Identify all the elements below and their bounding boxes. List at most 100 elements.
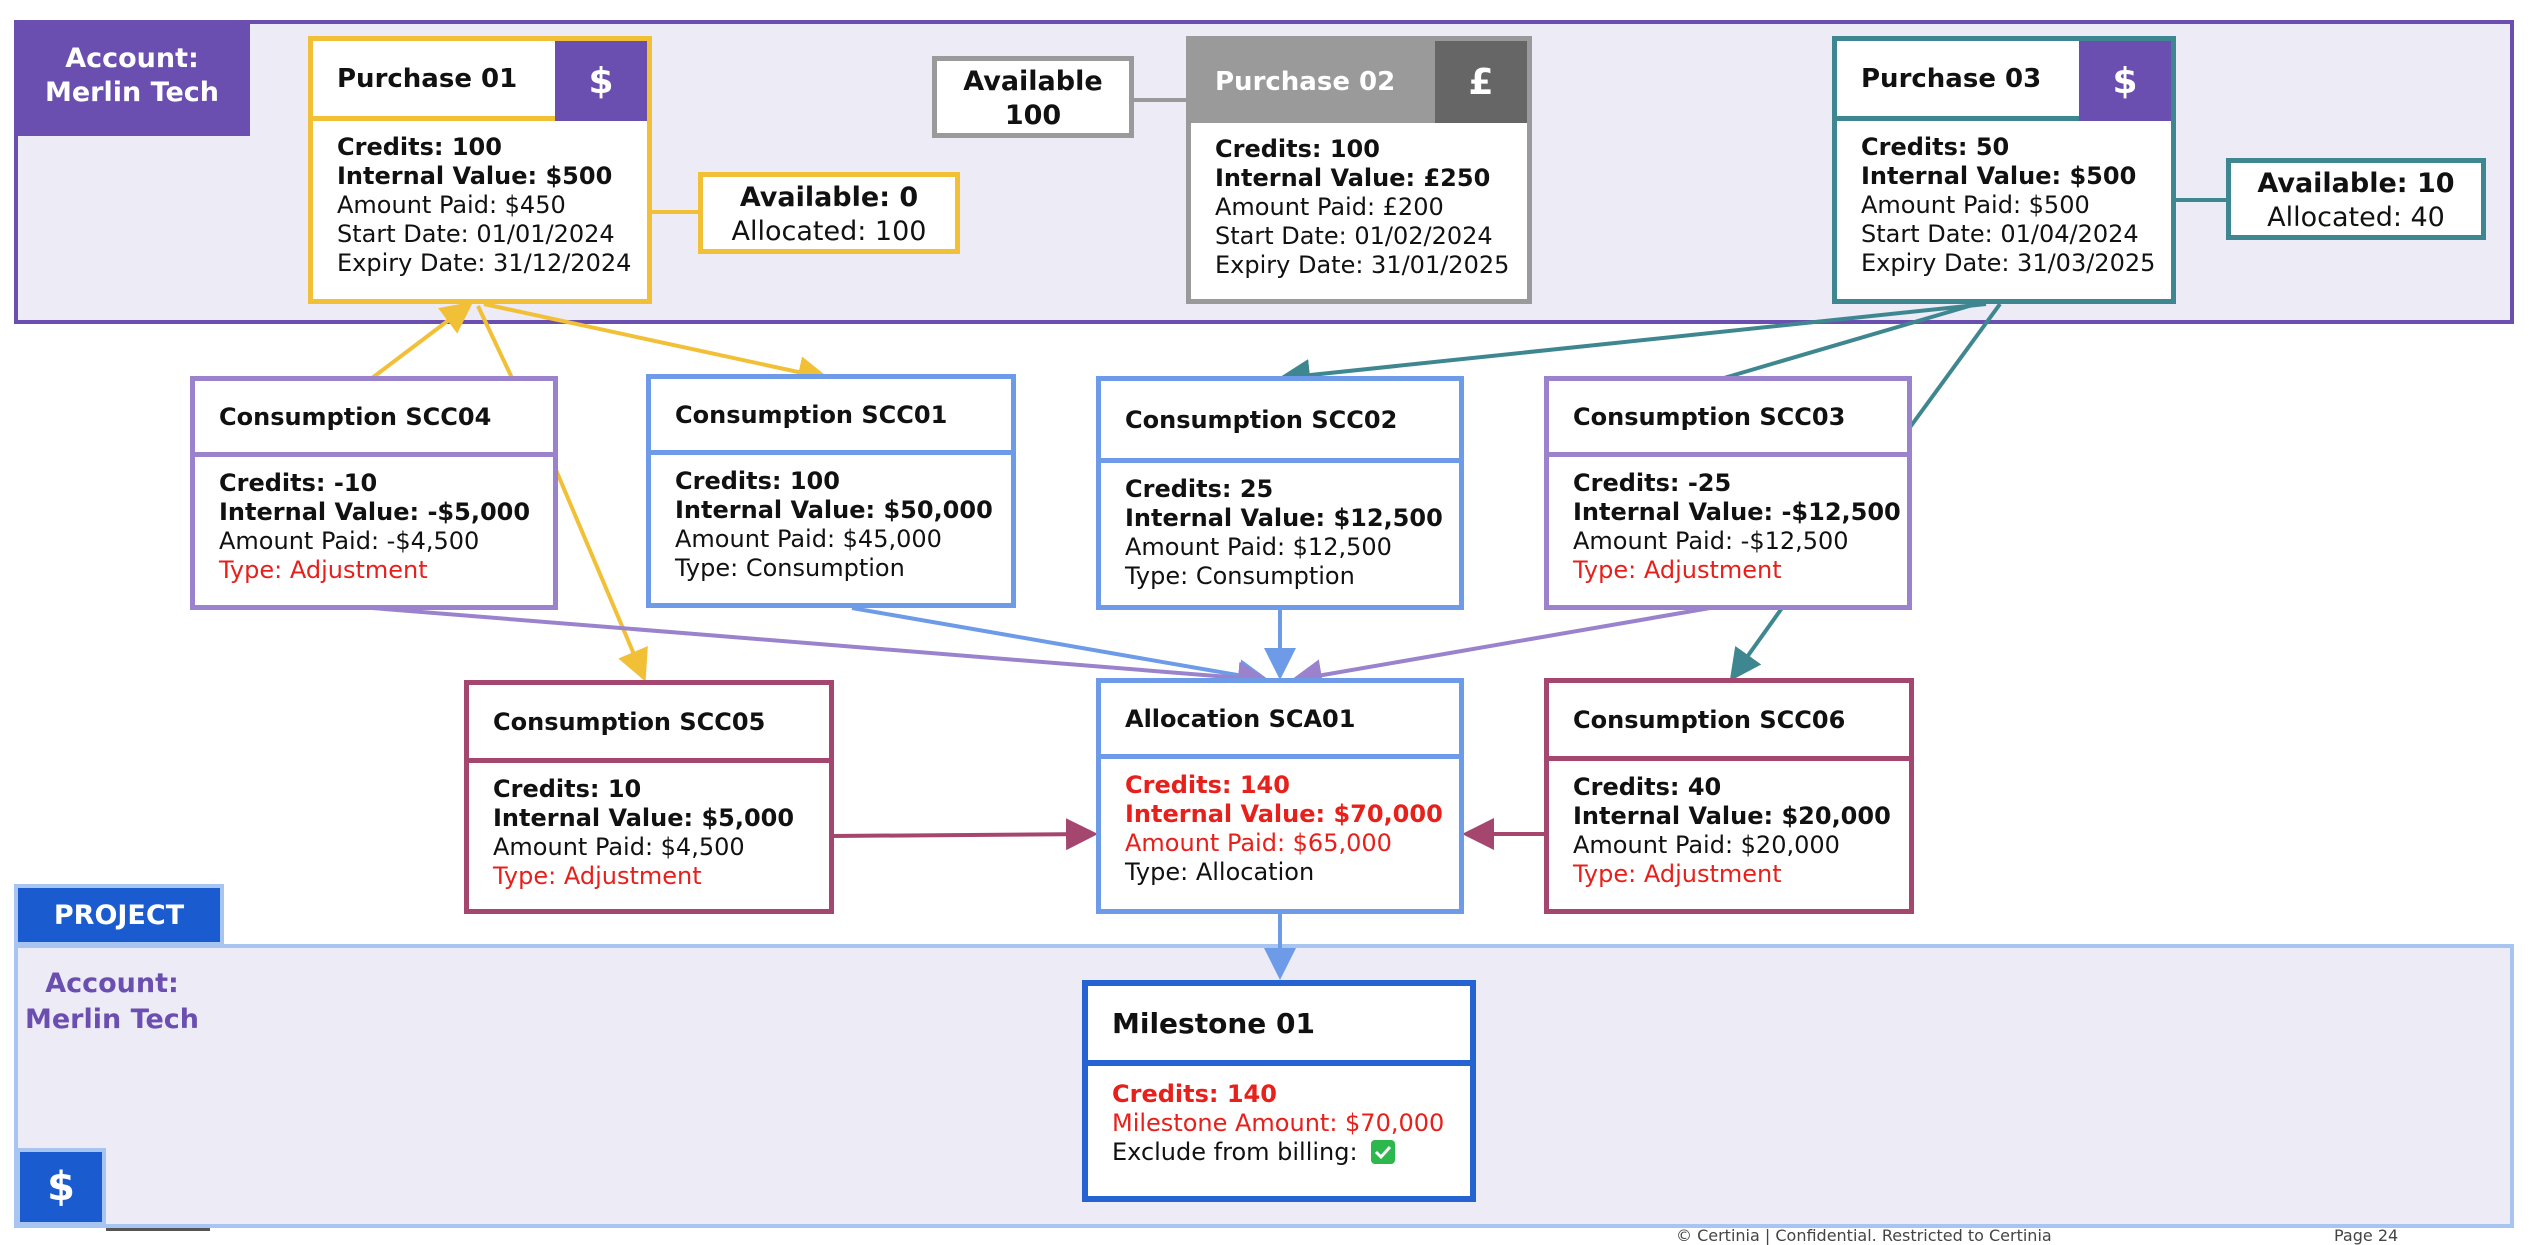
scc02-credits: Credits: 25 xyxy=(1125,475,1274,503)
scc04-type: Type: Adjustment xyxy=(219,556,428,584)
purchase-01-header: Purchase 01 xyxy=(313,41,647,121)
purchase-03-amount-paid: Amount Paid: $500 xyxy=(1861,191,2090,219)
footer-confidential: © Certinia | Confidential. Restricted to… xyxy=(1676,1226,2052,1245)
arrow-scc04-top-to-purchase01 xyxy=(476,305,514,379)
consumption-scc03-card: Consumption SCC03 Credits: -25 Internal … xyxy=(1544,376,1912,610)
scc06-body: Credits: 40 Internal Value: $20,000 Amou… xyxy=(1549,761,1909,889)
scc01-amount-paid: Amount Paid: $45,000 xyxy=(675,525,942,553)
milestone-01-exclude-label: Exclude from billing: xyxy=(1112,1138,1358,1166)
scc04-body: Credits: -10 Internal Value: -$5,000 Amo… xyxy=(195,457,553,585)
checked-checkbox-icon xyxy=(1371,1140,1396,1164)
sca01-body: Credits: 140 Internal Value: $70,000 Amo… xyxy=(1101,759,1459,887)
sca01-internal-value: Internal Value: $70,000 xyxy=(1125,800,1443,828)
scc04-credits: Credits: -10 xyxy=(219,469,378,497)
arrow-scc04-to-scc05 xyxy=(554,469,648,682)
project-account-label: Account: Merlin Tech xyxy=(14,966,210,1038)
scc03-title: Consumption SCC03 xyxy=(1573,402,1846,431)
dollar-icon: $ xyxy=(2079,41,2171,121)
scc06-internal-value: Internal Value: $20,000 xyxy=(1573,802,1891,830)
purchase-02-expiry-date: Expiry Date: 31/01/2025 xyxy=(1215,251,1510,279)
consumption-scc04-card: Consumption SCC04 Credits: -10 Internal … xyxy=(190,376,558,610)
account-label-line2: Merlin Tech xyxy=(45,77,219,108)
purchase-03-credits: Credits: 50 xyxy=(1861,133,2010,161)
scc01-header: Consumption SCC01 xyxy=(651,379,1011,455)
account-label-line1: Account: xyxy=(65,43,199,74)
scc01-internal-value: Internal Value: $50,000 xyxy=(675,496,993,524)
purchase-01-title: Purchase 01 xyxy=(337,63,518,94)
purchase-01-credits: Credits: 100 xyxy=(337,133,502,161)
availability-box-purchase-03: Available: 10 Allocated: 40 xyxy=(2226,158,2486,240)
purchase-03-card: Purchase 03 $ Credits: 50 Internal Value… xyxy=(1832,36,2176,304)
scc03-amount-paid: Amount Paid: -$12,500 xyxy=(1573,527,1849,555)
milestone-01-amount: Milestone Amount: $70,000 xyxy=(1112,1109,1445,1137)
availability-03-available: Available: 10 xyxy=(2257,168,2455,199)
footer-logo xyxy=(106,1228,210,1236)
purchase-03-start-date: Start Date: 01/04/2024 xyxy=(1861,220,2139,248)
sca01-amount-paid: Amount Paid: $65,000 xyxy=(1125,829,1392,857)
project-account-line1: Account: xyxy=(45,968,179,999)
arrow-scc05-to-sca01 xyxy=(831,818,1098,851)
purchase-03-internal-value: Internal Value: $500 xyxy=(1861,162,2137,190)
scc06-amount-paid: Amount Paid: $20,000 xyxy=(1573,831,1840,859)
sca01-header: Allocation SCA01 xyxy=(1101,683,1459,759)
consumption-scc05-card: Consumption SCC05 Credits: 10 Internal V… xyxy=(464,680,834,914)
purchase-02-body: Credits: 100 Internal Value: £250 Amount… xyxy=(1191,123,1527,280)
purchase-01-start-date: Start Date: 01/01/2024 xyxy=(337,220,615,248)
project-tab: PROJECT xyxy=(14,884,224,946)
footer-page-text: Page 24 xyxy=(2334,1226,2399,1245)
scc04-header: Consumption SCC04 xyxy=(195,381,553,457)
dollar-icon-glyph: $ xyxy=(47,1164,75,1210)
project-tab-label: PROJECT xyxy=(53,899,185,931)
arrow-scc04-to-purchase01 xyxy=(370,301,474,380)
purchase-01-amount-paid: Amount Paid: $450 xyxy=(337,191,566,219)
pound-icon: £ xyxy=(1435,41,1527,123)
footer-confidential-text: © Certinia | Confidential. Restricted to… xyxy=(1676,1226,2052,1245)
purchase-03-expiry-date: Expiry Date: 31/03/2025 xyxy=(1861,249,2156,277)
arrow-scc01-to-sca01 xyxy=(851,606,1270,691)
availability-box-purchase-02: Available 100 xyxy=(932,56,1134,138)
purchase-03-title: Purchase 03 xyxy=(1861,63,2042,94)
scc06-title: Consumption SCC06 xyxy=(1573,705,1846,734)
scc05-title: Consumption SCC05 xyxy=(493,707,766,736)
scc03-type: Type: Adjustment xyxy=(1573,556,1782,584)
milestone-01-header: Milestone 01 xyxy=(1088,986,1470,1066)
scc03-credits: Credits: -25 xyxy=(1573,469,1732,497)
scc02-title: Consumption SCC02 xyxy=(1125,405,1398,434)
consumption-scc02-card: Consumption SCC02 Credits: 25 Internal V… xyxy=(1096,376,1464,610)
purchase-01-body: Credits: 100 Internal Value: $500 Amount… xyxy=(313,121,647,278)
scc04-internal-value: Internal Value: -$5,000 xyxy=(219,498,531,526)
purchase-03-header: Purchase 03 xyxy=(1837,41,2171,121)
scc05-amount-paid: Amount Paid: $4,500 xyxy=(493,833,745,861)
allocation-sca01-card: Allocation SCA01 Credits: 140 Internal V… xyxy=(1096,678,1464,914)
scc05-credits: Credits: 10 xyxy=(493,775,642,803)
scc01-body: Credits: 100 Internal Value: $50,000 Amo… xyxy=(651,455,1011,583)
scc02-internal-value: Internal Value: $12,500 xyxy=(1125,504,1443,532)
purchase-02-start-date: Start Date: 01/02/2024 xyxy=(1215,222,1493,250)
scc06-credits: Credits: 40 xyxy=(1573,773,1722,801)
arrow-scc03-to-scc06 xyxy=(1729,606,1784,682)
arrow-scc04-to-sca01 xyxy=(371,606,1270,694)
availability-02-line2: 100 xyxy=(1004,100,1062,131)
arrow-purchase03-to-scc02 xyxy=(1278,302,1987,391)
availability-01-available: Available: 0 xyxy=(739,182,919,213)
milestone-01-exclude-row: Exclude from billing: xyxy=(1112,1138,1446,1167)
milestone-01-card: Milestone 01 Credits: 140 Milestone Amou… xyxy=(1082,980,1476,1202)
consumption-scc06-card: Consumption SCC06 Credits: 40 Internal V… xyxy=(1544,678,1914,914)
scc04-amount-paid: Amount Paid: -$4,500 xyxy=(219,527,480,555)
scc02-header: Consumption SCC02 xyxy=(1101,381,1459,463)
dollar-icon: $ xyxy=(555,41,647,121)
availability-02-line1: Available xyxy=(963,66,1103,97)
consumption-scc01-card: Consumption SCC01 Credits: 100 Internal … xyxy=(646,374,1016,608)
scc01-title: Consumption SCC01 xyxy=(675,400,948,429)
purchase-01-expiry-date: Expiry Date: 31/12/2024 xyxy=(337,249,632,277)
arrow-purchase01-to-scc01 xyxy=(483,302,830,388)
scc05-body: Credits: 10 Internal Value: $5,000 Amoun… xyxy=(469,763,829,891)
scc06-header: Consumption SCC06 xyxy=(1549,683,1909,761)
sca01-title: Allocation SCA01 xyxy=(1125,704,1356,733)
scc03-header: Consumption SCC03 xyxy=(1549,381,1907,457)
purchase-02-credits: Credits: 100 xyxy=(1215,135,1380,163)
scc05-internal-value: Internal Value: $5,000 xyxy=(493,804,795,832)
scc03-body: Credits: -25 Internal Value: -$12,500 Am… xyxy=(1549,457,1907,585)
scc05-type: Type: Adjustment xyxy=(493,862,702,890)
